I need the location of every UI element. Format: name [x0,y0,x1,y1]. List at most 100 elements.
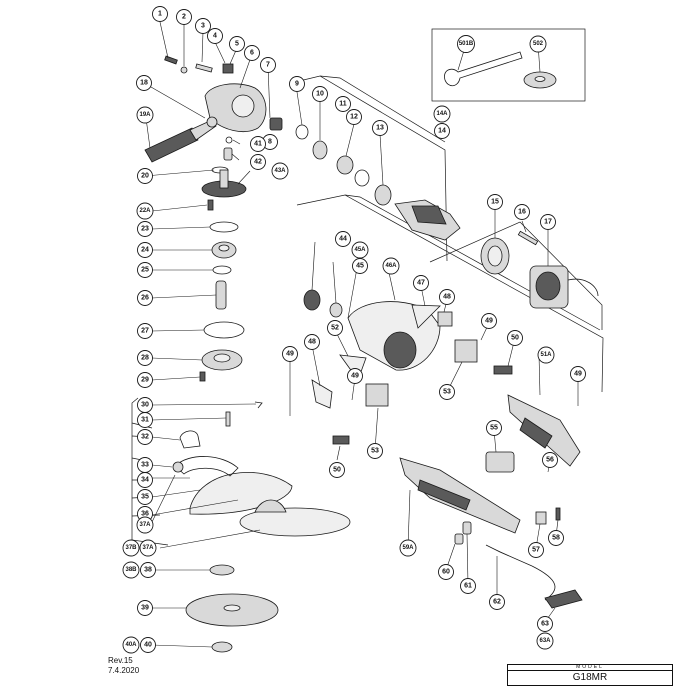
callout-46a: 46A [382,257,400,275]
callout-33: 33 [137,457,153,473]
svg-text:20: 20 [141,173,149,180]
svg-text:22A: 22A [139,208,151,214]
callout-32: 32 [137,429,153,445]
callout-25: 25 [137,262,153,278]
callout-501b: 501B [457,35,475,53]
svg-text:501B: 501B [459,41,474,47]
callout-40: 40 [140,637,156,653]
callout-60: 60 [438,564,454,580]
revision-date: 7.4.2020 [108,666,140,675]
svg-text:60: 60 [442,569,450,576]
callout-14: 14 [434,123,450,139]
svg-text:36: 36 [141,511,149,518]
accessory-inset-frame [431,28,586,102]
callout-20: 20 [137,168,153,184]
callout-48-top: 48 [439,289,455,305]
svg-text:49: 49 [574,371,582,378]
callout-1: 1 [152,6,168,22]
callout-23: 23 [137,221,153,237]
svg-text:59A: 59A [402,545,414,551]
svg-text:14A: 14A [436,111,448,117]
svg-text:1: 1 [158,11,162,18]
svg-text:58: 58 [552,535,560,542]
svg-text:42: 42 [254,159,262,166]
svg-text:16: 16 [518,209,526,216]
callout-40a: 40A [122,636,140,654]
callout-35: 35 [137,489,153,505]
svg-text:57: 57 [532,547,540,554]
svg-text:37B: 37B [125,545,137,551]
callout-29: 29 [137,372,153,388]
svg-text:14: 14 [438,128,446,135]
callout-3: 3 [195,18,211,34]
svg-text:502: 502 [533,41,544,47]
svg-text:33: 33 [141,462,149,469]
revision-number: Rev.15 [108,656,133,665]
callout-44: 44 [335,231,351,247]
callout-57: 57 [528,542,544,558]
svg-text:12: 12 [350,114,358,121]
callout-12: 12 [346,109,362,125]
callout-55: 55 [486,420,502,436]
callout-4: 4 [207,28,223,44]
callout-58: 58 [548,530,564,546]
svg-text:39: 39 [141,605,149,612]
callout-38: 38 [140,562,156,578]
svg-text:8: 8 [268,139,272,146]
svg-text:26: 26 [141,295,149,302]
callout-49-right: 49 [570,366,586,382]
callout-9: 9 [289,76,305,92]
model-box: MODEL G18MR [507,664,673,686]
callout-41: 41 [250,136,266,152]
svg-text:52: 52 [331,325,339,332]
svg-text:7: 7 [266,62,270,69]
svg-text:63A: 63A [539,638,551,644]
svg-text:46A: 46A [385,263,397,269]
callout-37a-bottom: 37A [139,539,157,557]
callout-502: 502 [529,35,547,53]
svg-text:24: 24 [141,247,149,254]
callout-14a: 14A [433,105,451,123]
callout-38b: 38B [122,561,140,579]
callout-39: 39 [137,600,153,616]
svg-text:53: 53 [443,389,451,396]
callout-5: 5 [229,36,245,52]
revision-note: Rev.15 7.4.2020 [108,656,139,676]
model-number: G18MR [572,672,608,683]
svg-text:48: 48 [443,294,451,301]
svg-text:6: 6 [250,50,254,57]
callout-30: 30 [137,397,153,413]
group-lines [131,75,604,546]
svg-text:15: 15 [491,199,499,206]
callout-balloons: 1 2 3 4 5 6 7 8 9 10 11 12 13 14A 14 15 … [122,6,586,654]
callout-7: 7 [260,57,276,73]
callout-11: 11 [335,96,351,112]
callout-28: 28 [137,350,153,366]
svg-text:3: 3 [201,23,205,30]
callout-51a: 51A [537,346,555,364]
svg-text:38B: 38B [125,567,137,573]
callout-52: 52 [327,320,343,336]
callout-26: 26 [137,290,153,306]
svg-text:17: 17 [544,219,552,226]
svg-text:23: 23 [141,226,149,233]
svg-text:28: 28 [141,355,149,362]
svg-text:40A: 40A [125,642,137,648]
callout-45: 45 [352,258,368,274]
svg-text:2: 2 [182,14,186,21]
svg-text:49: 49 [485,318,493,325]
svg-text:29: 29 [141,377,149,384]
callout-48-left: 48 [304,334,320,350]
svg-text:40: 40 [144,642,152,649]
callout-15: 15 [487,194,503,210]
callout-53-lower: 53 [367,443,383,459]
callout-10: 10 [312,86,328,102]
callout-19a: 19A [136,106,154,124]
svg-text:19A: 19A [139,112,151,118]
svg-text:37A: 37A [139,522,151,528]
svg-text:25: 25 [141,267,149,274]
svg-text:32: 32 [141,434,149,441]
svg-text:44: 44 [339,236,347,243]
svg-text:27: 27 [141,328,149,335]
callout-47: 47 [413,275,429,291]
